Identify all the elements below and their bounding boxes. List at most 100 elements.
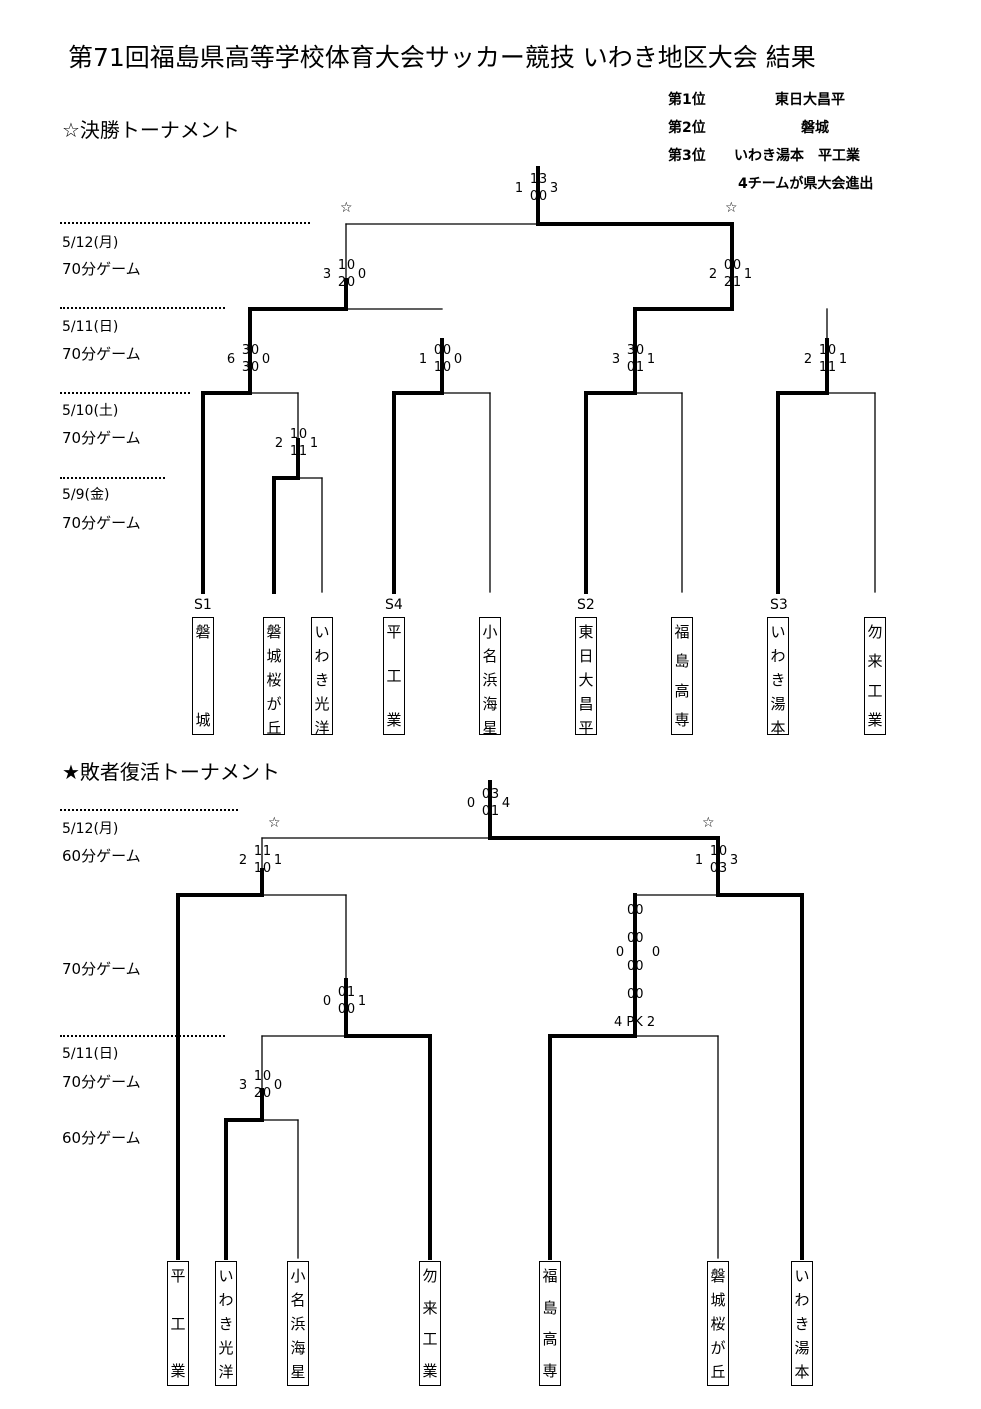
team-box: 福島高専	[671, 617, 693, 735]
total-score: 0	[615, 945, 625, 960]
half-score: 0	[262, 1086, 272, 1101]
team-name-char: 桜	[710, 1315, 726, 1333]
team-name-char: 東	[578, 623, 594, 641]
round-date: 5/11(日)	[62, 319, 119, 335]
team-name-char: 磐	[710, 1267, 726, 1285]
round-format: 60分ゲーム	[62, 847, 141, 865]
team-name-char: 業	[386, 711, 402, 729]
total-score: 1	[514, 181, 524, 196]
half-score: 3	[490, 787, 500, 802]
team-name-char: 星	[290, 1363, 306, 1381]
team-name-char: 洋	[218, 1363, 234, 1381]
team-name-char: 島	[674, 652, 690, 671]
total-score: 0	[322, 994, 332, 1009]
team-name-char: い	[218, 1267, 234, 1285]
team-name-char: 島	[542, 1298, 558, 1317]
team-box: いわき湯本	[791, 1261, 813, 1386]
team-name-char: 名	[290, 1291, 306, 1309]
team-name-char: 工	[386, 667, 402, 685]
team-name-char: 小	[482, 623, 498, 641]
half-score: 0	[250, 343, 260, 358]
half-score: 0	[262, 1069, 272, 1084]
half-score: 0	[346, 258, 356, 273]
round-date: 5/11(日)	[62, 1046, 119, 1062]
total-score: 0	[261, 352, 271, 367]
team-box: いわき光洋	[311, 617, 333, 737]
total-score: 1	[838, 352, 848, 367]
half-score: 1	[289, 427, 299, 442]
round-format: 70分ゲーム	[62, 260, 141, 278]
half-score: 2	[253, 1086, 263, 1101]
team-name-char: 磐	[195, 623, 211, 641]
star-icon: ☆	[725, 200, 738, 216]
team-name-char: 城	[710, 1291, 726, 1309]
team-name-char: 丘	[266, 719, 282, 737]
seed-label: S4	[385, 597, 403, 613]
half-score: 0	[529, 189, 539, 204]
half-score: 1	[732, 275, 742, 290]
half-score: 3	[718, 861, 728, 876]
team-name-char: き	[314, 671, 330, 689]
half-score: 1	[490, 804, 500, 819]
team-name-char: 平	[386, 623, 402, 641]
half-score: 0	[732, 258, 742, 273]
half-score: 3	[626, 343, 636, 358]
team-box: 勿来工業	[864, 617, 886, 735]
team-name-char: い	[794, 1267, 810, 1285]
team-box: 磐城桜が丘	[707, 1261, 729, 1386]
half-score: 00	[627, 959, 644, 974]
seed-label: S1	[194, 597, 212, 613]
half-score: 1	[262, 844, 272, 859]
team-name-char: 業	[422, 1361, 438, 1380]
total-score: 0	[466, 796, 476, 811]
total-score: 3	[238, 1078, 248, 1093]
half-score: 0	[433, 343, 443, 358]
half-score: 00	[627, 931, 644, 946]
total-score: 4	[501, 796, 511, 811]
team-name-char: き	[794, 1315, 810, 1333]
team-box: いわき湯本	[767, 617, 789, 737]
team-name-char: 業	[867, 710, 883, 729]
round-format: 70分ゲーム	[62, 429, 141, 447]
round-date: 5/10(土)	[62, 403, 119, 419]
half-score: 1	[253, 861, 263, 876]
team-name-char: 名	[482, 647, 498, 665]
total-score: 0	[453, 352, 463, 367]
pk-score: 4 PK 2	[614, 1015, 656, 1030]
team-box: 勿来工業	[419, 1261, 441, 1386]
team-box: 平工業	[167, 1261, 189, 1386]
half-score: 0	[626, 360, 636, 375]
team-name-char: 工	[867, 681, 883, 700]
team-name-char: 専	[674, 710, 690, 729]
half-score: 2	[337, 275, 347, 290]
team-name-char: 海	[290, 1339, 306, 1357]
half-score: 00	[627, 903, 644, 918]
round-format: 60分ゲーム	[62, 1129, 141, 1147]
half-score: 00	[627, 987, 644, 1002]
round-format: 70分ゲーム	[62, 345, 141, 363]
team-name-char: 浜	[290, 1315, 306, 1333]
half-score: 0	[298, 427, 308, 442]
team-name-char: 専	[542, 1361, 558, 1380]
half-score: 0	[481, 787, 491, 802]
team-name-char: 本	[770, 719, 786, 737]
half-score: 1	[289, 444, 299, 459]
total-score: 1	[743, 267, 753, 282]
total-score: 1	[357, 994, 367, 1009]
half-score: 1	[298, 444, 308, 459]
team-box: 磐城	[192, 617, 214, 735]
half-score: 2	[723, 275, 733, 290]
team-name-char: き	[770, 671, 786, 689]
qualify-note: 4チームが県大会進出	[738, 176, 874, 192]
rank-label: 第2位	[668, 120, 706, 136]
team-name-char: 工	[170, 1314, 186, 1333]
total-score: 6	[226, 352, 236, 367]
half-score: 0	[723, 258, 733, 273]
half-score: 0	[262, 861, 272, 876]
rank-label: 第1位	[668, 92, 706, 108]
team-name-char: 桜	[266, 671, 282, 689]
half-score: 0	[346, 1002, 356, 1017]
half-score: 0	[337, 1002, 347, 1017]
team-name-char: 洋	[314, 719, 330, 737]
team-name-char: 来	[422, 1298, 438, 1317]
